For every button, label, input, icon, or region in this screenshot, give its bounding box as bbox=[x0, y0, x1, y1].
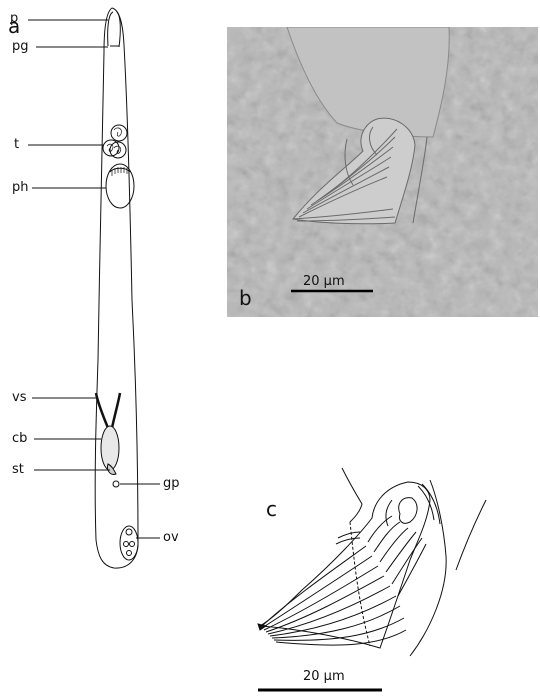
label-ov: ov bbox=[163, 530, 179, 545]
panel-c-drawing bbox=[257, 467, 487, 657]
label-st: st bbox=[12, 462, 24, 477]
ovary bbox=[119, 525, 139, 561]
vesicula-seminalis bbox=[94, 392, 110, 429]
vesicula-seminalis bbox=[110, 392, 122, 429]
label-p: p bbox=[10, 11, 19, 26]
panel-label-c: c bbox=[266, 497, 277, 521]
scale-bar-c-text: 20 µm bbox=[303, 669, 345, 684]
label-pg: pg bbox=[12, 39, 29, 54]
pharynx bbox=[105, 163, 135, 209]
proboscis bbox=[107, 11, 121, 48]
panel-label-a: a bbox=[8, 14, 21, 38]
label-t: t bbox=[14, 137, 20, 152]
micrograph-stylet bbox=[227, 27, 538, 317]
testis bbox=[102, 139, 120, 157]
scale-bar-b-text: 20 µm bbox=[303, 274, 345, 289]
scale-bar-c-line bbox=[258, 688, 382, 692]
copulatory-bulb bbox=[100, 425, 120, 471]
label-gp: gp bbox=[163, 476, 180, 491]
testis bbox=[109, 141, 127, 159]
stylet bbox=[107, 463, 117, 475]
label-cb: cb bbox=[12, 431, 28, 446]
panel-a-drawing bbox=[28, 7, 160, 569]
body-outline bbox=[94, 7, 139, 569]
panel-label-b: b bbox=[239, 286, 252, 310]
testis bbox=[110, 124, 128, 142]
label-ph: ph bbox=[12, 180, 29, 195]
label-vs: vs bbox=[12, 390, 27, 405]
gonopore bbox=[112, 480, 120, 488]
